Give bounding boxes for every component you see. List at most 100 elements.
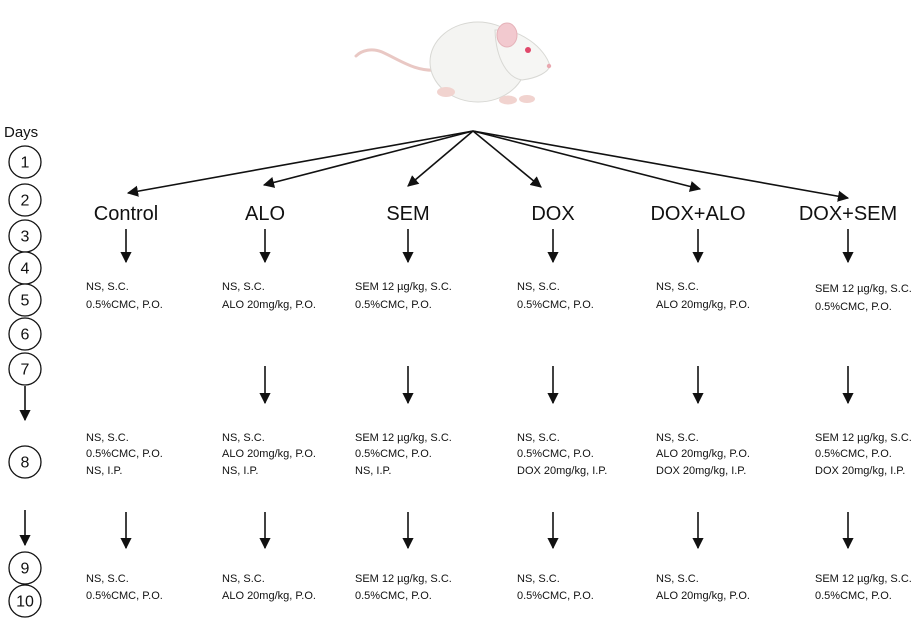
treatment-line: NS, S.C. bbox=[517, 573, 560, 585]
treatment-line: NS, S.C. bbox=[86, 573, 129, 585]
treatment-line: 0.5%CMC, P.O. bbox=[815, 301, 892, 313]
day-number: 10 bbox=[16, 594, 34, 611]
day-1: 1 bbox=[8, 145, 42, 179]
treatment-block-1: NS, S.C. ALO 20mg/kg, P.O. bbox=[222, 281, 316, 311]
treatment-line: NS, S.C. bbox=[86, 432, 129, 444]
treatment-line: SEM 12 µg/kg, S.C. bbox=[815, 283, 912, 295]
treatment-line: SEM 12 µg/kg, S.C. bbox=[355, 281, 452, 293]
day-5: 5 bbox=[8, 283, 42, 317]
day-number: 5 bbox=[21, 293, 30, 310]
treatment-line: SEM 12 µg/kg, S.C. bbox=[355, 432, 452, 444]
group-title: ALO bbox=[245, 203, 285, 225]
day-4: 4 bbox=[8, 251, 42, 285]
branch-arrow-2 bbox=[407, 130, 474, 187]
group-dox-plus-alo: DOX+ALO NS, S.C. ALO 20mg/kg, P.O. NS, S.C.… bbox=[650, 203, 749, 602]
day-10: 10 bbox=[8, 584, 42, 618]
treatment-block-3: SEM 12 µg/kg, S.C. 0.5%CMC, P.O. bbox=[815, 573, 912, 602]
day-circle bbox=[8, 551, 42, 585]
treatment-line: 0.5%CMC, P.O. bbox=[517, 448, 594, 460]
treatment-block-3: NS, S.C.ALO 20mg/kg, P.O. bbox=[222, 573, 316, 602]
day-number: 2 bbox=[21, 193, 30, 210]
treatment-line: NS, S.C. bbox=[222, 432, 265, 444]
treatment-block-2: NS, S.C.ALO 20mg/kg, P.O.DOX 20mg/kg, I.… bbox=[656, 432, 750, 477]
treatment-line: ALO 20mg/kg, P.O. bbox=[222, 590, 316, 602]
day-number: 7 bbox=[21, 362, 30, 379]
treatment-line: SEM 12 µg/kg, S.C. bbox=[815, 432, 912, 444]
treatment-line: NS, S.C. bbox=[517, 281, 560, 293]
treatment-line: 0.5%CMC, P.O. bbox=[86, 590, 163, 602]
treatment-line: NS, I.P. bbox=[355, 465, 391, 477]
treatment-block-1: NS, S.C. 0.5%CMC, P.O. bbox=[517, 281, 594, 311]
treatment-line: 0.5%CMC, P.O. bbox=[815, 448, 892, 460]
day-number: 4 bbox=[21, 261, 30, 278]
group-title: DOX+SEM bbox=[799, 203, 897, 225]
group-title: DOX bbox=[531, 203, 574, 225]
treatment-line: ALO 20mg/kg, P.O. bbox=[656, 448, 750, 460]
treatment-line: NS, I.P. bbox=[86, 465, 122, 477]
rat-illustration bbox=[354, 21, 552, 105]
treatment-block-3: SEM 12 µg/kg, S.C. 0.5%CMC, P.O. bbox=[355, 573, 452, 602]
days-label: Days bbox=[4, 124, 38, 141]
treatment-line: NS, S.C. bbox=[656, 573, 699, 585]
group-title: SEM bbox=[386, 203, 429, 225]
day-circle bbox=[8, 317, 42, 351]
day-circle bbox=[8, 183, 42, 217]
day-number: 9 bbox=[21, 561, 30, 578]
branch-arrows bbox=[126, 130, 850, 202]
treatment-line: ALO 20mg/kg, P.O. bbox=[222, 448, 316, 460]
treatment-line: NS, S.C. bbox=[86, 281, 129, 293]
group-title: DOX+ALO bbox=[650, 203, 745, 225]
rat-ear bbox=[496, 22, 518, 48]
day-3: 3 bbox=[8, 219, 42, 253]
treatment-block-3: NS, S.C.ALO 20mg/kg, P.O. bbox=[656, 573, 750, 602]
treatment-line: 0.5%CMC, P.O. bbox=[355, 299, 432, 311]
rat-eye bbox=[525, 47, 531, 53]
day-circle bbox=[8, 352, 42, 386]
rat-tail bbox=[354, 48, 440, 72]
treatment-line: SEM 12 µg/kg, S.C. bbox=[815, 573, 912, 585]
branch-arrow-5 bbox=[472, 130, 850, 202]
treatment-line: DOX 20mg/kg, I.P. bbox=[815, 465, 905, 477]
treatment-block-1: NS, S.C. 0.5%CMC, P.O. bbox=[86, 281, 163, 311]
treatment-line: SEM 12 µg/kg, S.C. bbox=[355, 573, 452, 585]
branch-arrow-1 bbox=[262, 130, 474, 188]
day-circle bbox=[8, 584, 42, 618]
treatment-line: NS, I.P. bbox=[222, 465, 258, 477]
rat-nose bbox=[546, 63, 552, 69]
branch-arrow-3 bbox=[472, 130, 542, 188]
group-dox: DOX NS, S.C. 0.5%CMC, P.O. NS, S.C. 0.5%CMC,… bbox=[517, 203, 607, 602]
treatment-line: 0.5%CMC, P.O. bbox=[517, 590, 594, 602]
treatment-line: NS, S.C. bbox=[656, 281, 699, 293]
treatment-block-2: SEM 12 µg/kg, S.C. 0.5%CMC, P.O. DOX 20mg/… bbox=[815, 432, 912, 477]
treatment-line: 0.5%CMC, P.O. bbox=[86, 299, 163, 311]
treatment-line: 0.5%CMC, P.O. bbox=[815, 590, 892, 602]
treatment-line: 0.5%CMC, P.O. bbox=[517, 299, 594, 311]
treatment-line: 0.5%CMC, P.O. bbox=[355, 590, 432, 602]
day-2: 2 bbox=[8, 183, 42, 217]
treatment-line: NS, S.C. bbox=[222, 281, 265, 293]
rat-paw bbox=[437, 87, 455, 97]
treatment-block-3: NS, S.C. 0.5%CMC, P.O. bbox=[86, 573, 163, 602]
branch-arrow-0 bbox=[126, 130, 474, 197]
treatment-line: NS, S.C. bbox=[656, 432, 699, 444]
group-title: Control bbox=[94, 203, 158, 225]
day-circle bbox=[8, 445, 42, 479]
treatment-line: 0.5%CMC, P.O. bbox=[355, 448, 432, 460]
treatment-line: 0.5%CMC, P.O. bbox=[86, 448, 163, 460]
treatment-line: ALO 20mg/kg, P.O. bbox=[656, 299, 750, 311]
treatment-line: ALO 20mg/kg, P.O. bbox=[222, 299, 316, 311]
treatment-block-3: NS, S.C. 0.5%CMC, P.O. bbox=[517, 573, 594, 602]
group-alo: ALO NS, S.C. ALO 20mg/kg, P.O. NS, S.C. ALO … bbox=[222, 203, 316, 602]
treatment-block-2: NS, S.C. 0.5%CMC, P.O. NS, I.P. bbox=[86, 432, 163, 477]
day-6: 6 bbox=[8, 317, 42, 351]
day-circle bbox=[8, 145, 42, 179]
treatment-block-1: NS, S.C. ALO 20mg/kg, P.O. bbox=[656, 281, 750, 311]
day-9: 9 bbox=[8, 551, 42, 585]
branch-arrow-4 bbox=[472, 130, 702, 192]
